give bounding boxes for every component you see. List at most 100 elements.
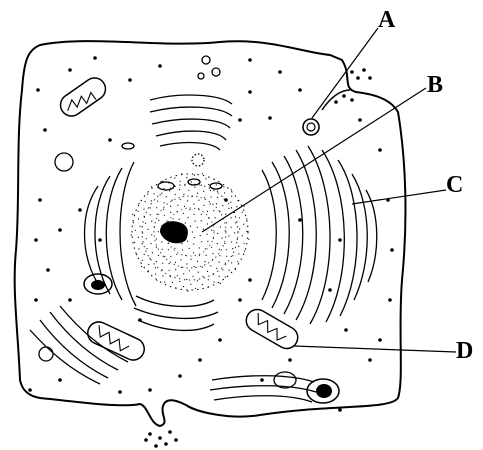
cytoplasm-dot xyxy=(144,438,148,442)
nucleoplasm-dot xyxy=(237,261,238,262)
nucleoplasm-dot xyxy=(190,259,191,260)
nucleoplasm-dot xyxy=(211,247,212,248)
nucleoplasm-dot xyxy=(204,205,205,206)
nucleoplasm-dot xyxy=(212,253,213,254)
nucleoplasm-dot xyxy=(160,194,161,195)
nucleoplasm-dot xyxy=(207,241,208,242)
cytoplasm-dot xyxy=(128,78,132,82)
nucleoplasm-dot xyxy=(146,238,147,239)
nucleoplasm-dot xyxy=(187,291,188,292)
nucleoplasm-dot xyxy=(234,232,235,233)
nucleoplasm-dot xyxy=(214,282,215,283)
nucleoplasm-dot xyxy=(226,249,227,250)
nucleoplasm-dot xyxy=(201,214,202,215)
nucleoplasm-dot xyxy=(158,255,159,256)
nucleoplasm-dot xyxy=(192,276,193,277)
nucleoplasm-dot xyxy=(224,243,225,244)
nucleoplasm-dot xyxy=(149,258,150,259)
cytoplasm-dot xyxy=(388,298,392,302)
nucleoplasm-dot xyxy=(186,177,187,178)
nucleoplasm-dot xyxy=(235,222,236,223)
cytoplasm-dot xyxy=(148,432,152,436)
nucleoplasm-dot xyxy=(219,255,220,256)
nucleoplasm-dot xyxy=(175,262,176,263)
nucleoplasm-dot xyxy=(201,220,202,221)
nucleoplasm-dot xyxy=(243,224,244,225)
nucleoplasm-dot xyxy=(242,235,243,236)
nucleoplasm-dot xyxy=(208,217,209,218)
nucleoplasm-dot xyxy=(153,193,154,194)
cytoplasm-dot xyxy=(28,388,32,392)
nucleoplasm-dot xyxy=(231,217,232,218)
nucleoplasm-dot xyxy=(191,181,192,182)
nucleoplasm-dot xyxy=(207,234,208,235)
dark-vesicle-left xyxy=(84,274,112,294)
nucleoplasm-dot xyxy=(199,247,200,248)
cytoplasm-dot xyxy=(248,58,252,62)
nucleoplasm-dot xyxy=(210,196,211,197)
nucleoplasm-dot xyxy=(210,203,211,204)
nucleoplasm-dot xyxy=(158,231,159,232)
nucleoplasm-dot xyxy=(204,197,205,198)
cytoplasm-dot xyxy=(34,238,38,242)
nucleoplasm-dot xyxy=(224,192,225,193)
cytoplasm-dot xyxy=(298,88,302,92)
nucleoplasm-dot xyxy=(144,254,145,255)
nucleoplasm-dot xyxy=(152,252,153,253)
nucleoplasm-dot xyxy=(169,270,170,271)
nucleoplasm-dot xyxy=(181,243,182,244)
nucleoplasm-dot xyxy=(223,186,224,187)
nucleoplasm-dot xyxy=(210,265,211,266)
cytoplasm-dot xyxy=(338,408,342,412)
nucleoplasm-dot xyxy=(194,175,195,176)
nucleoplasm-dot xyxy=(220,283,221,284)
nucleoplasm-dot xyxy=(151,234,152,235)
line-d xyxy=(294,346,456,352)
nucleoplasm-dot xyxy=(194,237,195,238)
cytoplasm-dot xyxy=(154,444,158,448)
nucleoplasm-dot xyxy=(207,211,208,212)
nucleoplasm-dot xyxy=(183,273,184,274)
nucleoplasm-dot xyxy=(239,217,240,218)
cytoplasm-dot xyxy=(338,238,342,242)
cytoplasm-dot xyxy=(158,64,162,68)
nucleoplasm-dot xyxy=(224,199,225,200)
nucleoplasm-dot xyxy=(192,231,193,232)
cytoplasm-dot xyxy=(168,430,172,434)
nucleoplasm-dot xyxy=(156,214,157,215)
label-a: A xyxy=(378,8,395,32)
cytoplasm-dot xyxy=(260,378,264,382)
nucleoplasm-dot xyxy=(232,255,233,256)
nucleoplasm-dot xyxy=(169,263,170,264)
nucleoplasm-dot xyxy=(170,256,171,257)
cytoplasm-dot xyxy=(342,94,346,98)
nucleoplasm-dot xyxy=(200,235,201,236)
nucleoplasm-dot xyxy=(242,212,243,213)
nucleoplasm-dot xyxy=(179,189,180,190)
nucleoplasm-dot xyxy=(225,263,226,264)
nucleoplasm-dot xyxy=(248,239,249,240)
nucleoplasm-dot xyxy=(228,208,229,209)
cytoplasm-dot xyxy=(238,118,242,122)
cytoplasm-dot xyxy=(218,338,222,342)
nucleoplasm-dot xyxy=(174,177,175,178)
cytoplasm-dot xyxy=(98,238,102,242)
cytoplasm-dot xyxy=(248,278,252,282)
nucleoplasm-dot xyxy=(238,246,239,247)
nucleoplasm-dot xyxy=(176,254,177,255)
nucleoplasm-dot xyxy=(225,276,226,277)
nucleoplasm-dot xyxy=(216,203,217,204)
nucleoplasm-dot xyxy=(183,194,184,195)
nucleoplasm-dot xyxy=(172,218,173,219)
nucleoplasm-dot xyxy=(226,222,227,223)
mitochondrion-bottom-left xyxy=(84,318,148,363)
nucleoplasm-dot xyxy=(183,286,184,287)
nucleoplasm-dot xyxy=(202,173,203,174)
nucleoplasm-dot xyxy=(225,214,226,215)
cytoplasm-dot xyxy=(268,116,272,120)
nucleoplasm-dot xyxy=(231,262,232,263)
nucleoplasm-dot xyxy=(175,269,176,270)
nucleoplasm-dot xyxy=(219,249,220,250)
nucleoplasm-dot xyxy=(203,191,204,192)
nucleoplasm-dot xyxy=(179,219,180,220)
